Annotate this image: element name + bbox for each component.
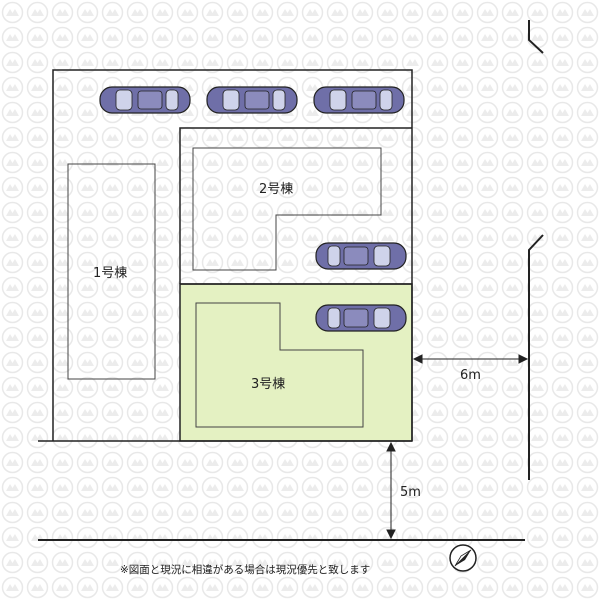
car-icon <box>99 86 191 114</box>
road-edge-right-lower <box>528 234 544 480</box>
road-width-right: 6m <box>460 368 481 383</box>
car-icon <box>315 242 407 270</box>
lot-2 <box>179 127 412 284</box>
dimension-5m <box>386 441 396 540</box>
car-icon <box>206 86 298 114</box>
car-icon <box>313 86 405 114</box>
building-2-footprint <box>192 147 382 271</box>
building-3-footprint <box>195 302 364 428</box>
building-1-footprint <box>67 163 156 380</box>
lot-boundary <box>52 69 413 441</box>
road-width-bottom: 5m <box>400 485 421 500</box>
dimension-6m <box>412 354 529 364</box>
building-1-label: 1号棟 <box>93 266 128 281</box>
north-arrow-icon <box>449 544 477 572</box>
building-2-label: 2号棟 <box>259 182 294 197</box>
building-3-label: 3号棟 <box>251 377 286 392</box>
road-edge-right-upper <box>528 20 544 54</box>
car-icon <box>315 304 407 332</box>
disclaimer-note: ※図面と現況に相違がある場合は現況優先と致します <box>120 564 371 576</box>
